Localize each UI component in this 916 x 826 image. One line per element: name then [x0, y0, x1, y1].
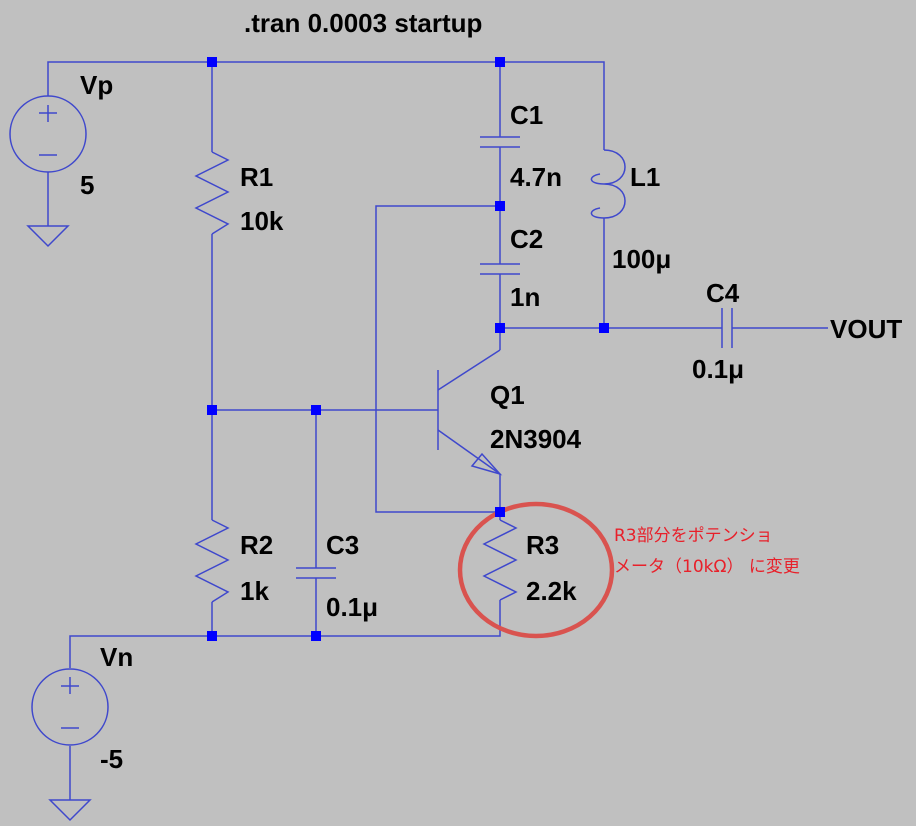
ground-symbol-vn — [48, 799, 92, 822]
r3-symbol[interactable] — [482, 519, 518, 601]
l1-symbol[interactable] — [590, 149, 626, 236]
annotation-line-2: メータ（10kΩ） に変更 — [614, 557, 800, 577]
tran-directive[interactable]: .tran 0.0003 startup — [244, 8, 482, 38]
junctions — [207, 57, 609, 641]
q1-symbol[interactable] — [437, 349, 503, 476]
r3-name-label: R3 — [526, 530, 559, 560]
r1-name-label: R1 — [240, 162, 273, 192]
l1-value-label: 100μ — [612, 244, 671, 274]
c3-name-label: C3 — [326, 530, 359, 560]
vn-name-label: Vn — [100, 642, 133, 672]
c1-symbol[interactable] — [480, 136, 520, 148]
c1-value-label: 4.7n — [510, 162, 562, 192]
c3-value-label: 0.1μ — [326, 592, 378, 622]
vout-net-label[interactable]: VOUT — [830, 314, 902, 344]
r2-symbol[interactable] — [194, 519, 230, 603]
r1-value-label: 10k — [240, 206, 284, 236]
c1-name-label: C1 — [510, 100, 543, 130]
wire-feedback — [375, 205, 500, 513]
l1-name-label: L1 — [630, 162, 660, 192]
r2-value-label: 1k — [240, 576, 269, 606]
c2-symbol[interactable] — [480, 263, 520, 275]
c4-symbol[interactable] — [721, 308, 733, 348]
r2-name-label: R2 — [240, 530, 273, 560]
vp-value-label: 5 — [80, 170, 94, 200]
q1-name-label: Q1 — [490, 380, 525, 410]
r3-value-label: 2.2k — [526, 576, 577, 606]
r3-highlight-circle — [457, 501, 615, 639]
c2-value-label: 1n — [510, 282, 540, 312]
c4-value-label: 0.1μ — [692, 354, 744, 384]
vn-source-symbol[interactable] — [31, 668, 109, 746]
wire-top-rail — [47, 61, 605, 150]
c4-name-label: C4 — [706, 278, 740, 308]
annotation-line-1: R3部分をポテンショ — [614, 526, 773, 546]
vp-source-symbol[interactable] — [9, 95, 87, 173]
c2-name-label: C2 — [510, 224, 543, 254]
r1-symbol[interactable] — [194, 151, 230, 235]
vp-name-label: Vp — [80, 70, 113, 100]
q1-model-label: 2N3904 — [490, 424, 582, 454]
vn-value-label: -5 — [100, 744, 123, 774]
ground-symbol-vp — [26, 225, 70, 248]
c3-symbol[interactable] — [296, 567, 336, 579]
wire-bottom-rail — [69, 600, 501, 668]
